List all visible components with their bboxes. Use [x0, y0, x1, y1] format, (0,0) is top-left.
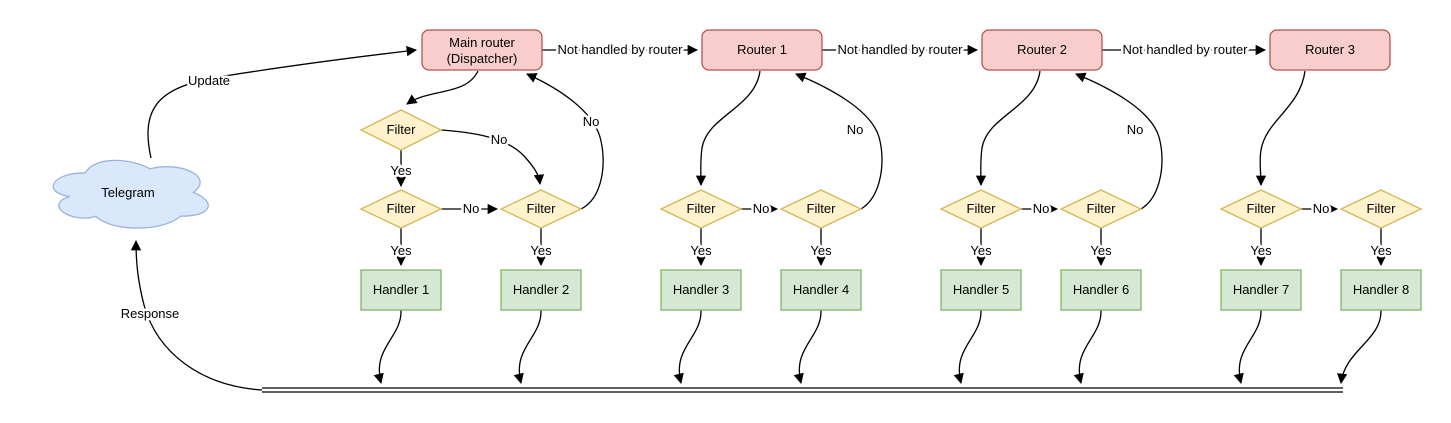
edge-filter-r1b-return-no: [795, 72, 883, 210]
handler-1-label: Handler 1: [373, 282, 429, 297]
no-label-d-top: No: [491, 132, 508, 147]
no-label-d-return: No: [583, 114, 600, 129]
edge-filter-d2-return-no: [526, 73, 604, 210]
edge-handler1-to-bus: [373, 309, 402, 385]
handler-7-node: [1220, 269, 1302, 311]
router-1-node: [701, 29, 823, 71]
handler-8-node: [1340, 269, 1422, 311]
filter-router2-2-label: Filter: [1087, 201, 1117, 216]
yes-label-d-top: Yes: [390, 163, 412, 178]
edge-filter-d-top-no: [440, 129, 545, 186]
yes-label-r1a: Yes: [690, 243, 712, 258]
yes-label-r2a: Yes: [970, 243, 992, 258]
no-label-r1-mid: No: [753, 201, 770, 216]
filter-router2-2: [1059, 189, 1143, 229]
no-label-r2-mid: No: [1033, 201, 1050, 216]
handler-5-label: Handler 5: [953, 282, 1009, 297]
edge-router1-to-filter: [695, 70, 761, 187]
filter-router1-1-label: Filter: [687, 201, 717, 216]
handler-5-node: [940, 269, 1022, 311]
edge-router3-to-filter: [1255, 70, 1306, 187]
router-1-label: Router 1: [737, 42, 787, 57]
filter-dispatcher-1: [359, 189, 443, 229]
telegram-cloud: [52, 159, 209, 229]
handler-6-node: [1060, 269, 1142, 311]
filter-router3-1: [1219, 189, 1303, 229]
edge-handler3-to-bus: [673, 309, 702, 385]
edge-handler5-to-bus: [953, 309, 982, 385]
yes-label-d2: Yes: [530, 243, 552, 258]
handler-2-label: Handler 2: [513, 282, 569, 297]
router-2-label: Router 2: [1017, 42, 1067, 57]
not-handled-label-3: Not handled by router: [1122, 42, 1248, 57]
router-3-label: Router 3: [1305, 42, 1355, 57]
handler-3-node: [660, 269, 742, 311]
edge-update: [147, 45, 418, 159]
not-handled-label-2: Not handled by router: [837, 42, 963, 57]
no-label-r1-return: No: [847, 122, 864, 137]
handler-3-label: Handler 3: [673, 282, 729, 297]
filter-dispatcher-1-label: Filter: [387, 201, 417, 216]
dispatcher-node: [421, 29, 543, 71]
filter-router1-2-label: Filter: [807, 201, 837, 216]
handler-8-label: Handler 8: [1353, 282, 1409, 297]
filter-router1-2: [779, 189, 863, 229]
not-handled-label-1: Not handled by router: [557, 42, 683, 57]
dispatcher-label-line1: Main router: [449, 35, 515, 50]
filter-dispatcher-top: [359, 109, 443, 151]
yes-label-r3b: Yes: [1370, 243, 1392, 258]
filter-router3-1-label: Filter: [1247, 201, 1277, 216]
dispatcher-label-line2: (Dispatcher): [447, 51, 518, 66]
yes-label-r1b: Yes: [810, 243, 832, 258]
handler-6-label: Handler 6: [1073, 282, 1129, 297]
update-label: Update: [188, 73, 230, 88]
telegram-label: Telegram: [101, 185, 154, 200]
edge-dispatcher-to-filter-top: [406, 70, 479, 105]
yes-label-r3a: Yes: [1250, 243, 1272, 258]
edge-filter-r2b-return-no: [1075, 72, 1163, 210]
no-label-d-mid: No: [463, 201, 480, 216]
filter-dispatcher-top-label: Filter: [387, 122, 417, 137]
filter-dispatcher-2: [499, 189, 583, 229]
no-label-r3-mid: No: [1313, 201, 1330, 216]
handler-7-label: Handler 7: [1233, 282, 1289, 297]
filter-router2-1-label: Filter: [967, 201, 997, 216]
filter-router3-2: [1339, 189, 1423, 229]
edge-handler7-to-bus: [1233, 309, 1262, 385]
filter-dispatcher-2-label: Filter: [527, 201, 557, 216]
edge-handler8-to-bus: [1336, 309, 1382, 385]
response-label: Response: [121, 306, 180, 321]
edge-handler4-to-bus: [793, 309, 822, 385]
handler-2-node: [500, 269, 582, 311]
edge-handler2-to-bus: [513, 309, 542, 385]
handler-4-label: Handler 4: [793, 282, 849, 297]
yes-label-d1: Yes: [390, 243, 412, 258]
yes-label-r2b: Yes: [1090, 243, 1112, 258]
edge-handler6-to-bus: [1073, 309, 1102, 385]
filter-router1-1: [659, 189, 743, 229]
filter-router3-2-label: Filter: [1367, 201, 1397, 216]
edge-router2-to-filter: [975, 70, 1041, 187]
router-3-node: [1269, 29, 1391, 71]
filter-router2-1: [939, 189, 1023, 229]
no-label-r2-return: No: [1127, 122, 1144, 137]
handler-4-node: [780, 269, 862, 311]
edge-response: [130, 239, 263, 391]
router-2-node: [981, 29, 1103, 71]
handler-1-node: [360, 269, 442, 311]
